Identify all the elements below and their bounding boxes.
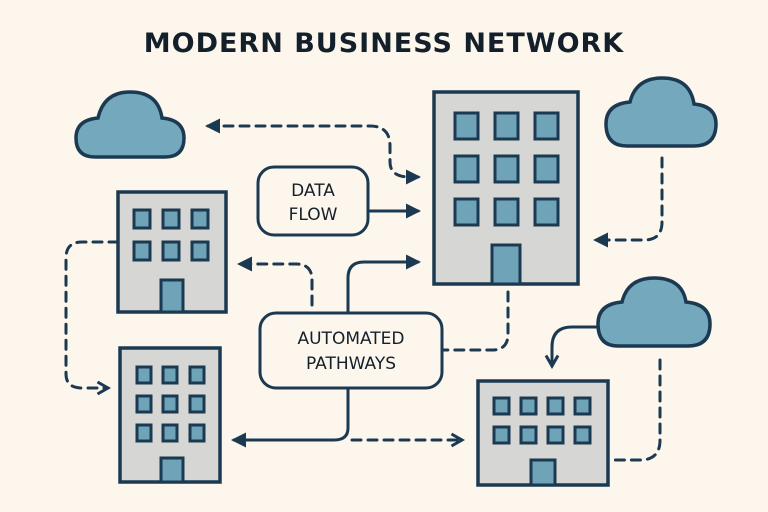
connector-main-automated (442, 290, 510, 352)
cloud-icon (604, 76, 718, 148)
data-flow-label-line2: FLOW (289, 205, 338, 225)
connector-cloud-tl-main (205, 118, 421, 185)
cloud-icon (74, 90, 186, 159)
connector-automated-left-upper (237, 256, 314, 307)
data-flow-box: DATA FLOW (256, 165, 370, 237)
connector-cloud-br-right-side (608, 358, 662, 462)
data-flow-label-line1: DATA (291, 181, 335, 201)
left-lower-building-icon (118, 346, 222, 484)
connector-cloud-tr-main (593, 156, 664, 248)
cloud-icon (596, 276, 712, 348)
automated-label-line2: PATHWAYS (306, 354, 396, 374)
left-upper-building-icon (116, 190, 228, 314)
automated-pathways-box: AUTOMATED PATHWAYS (258, 311, 444, 390)
automated-label-line1: AUTOMATED (297, 329, 404, 349)
connector-cloud-br-right-lower (544, 325, 600, 370)
connector-automated-left-lower (231, 386, 350, 448)
right-lower-building-icon (476, 379, 610, 487)
diagram-title: MODERN BUSINESS NETWORK (143, 28, 625, 59)
main-building-icon (432, 90, 580, 286)
connector-left-upper-lower (64, 240, 120, 396)
connector-automated-main (346, 254, 421, 314)
